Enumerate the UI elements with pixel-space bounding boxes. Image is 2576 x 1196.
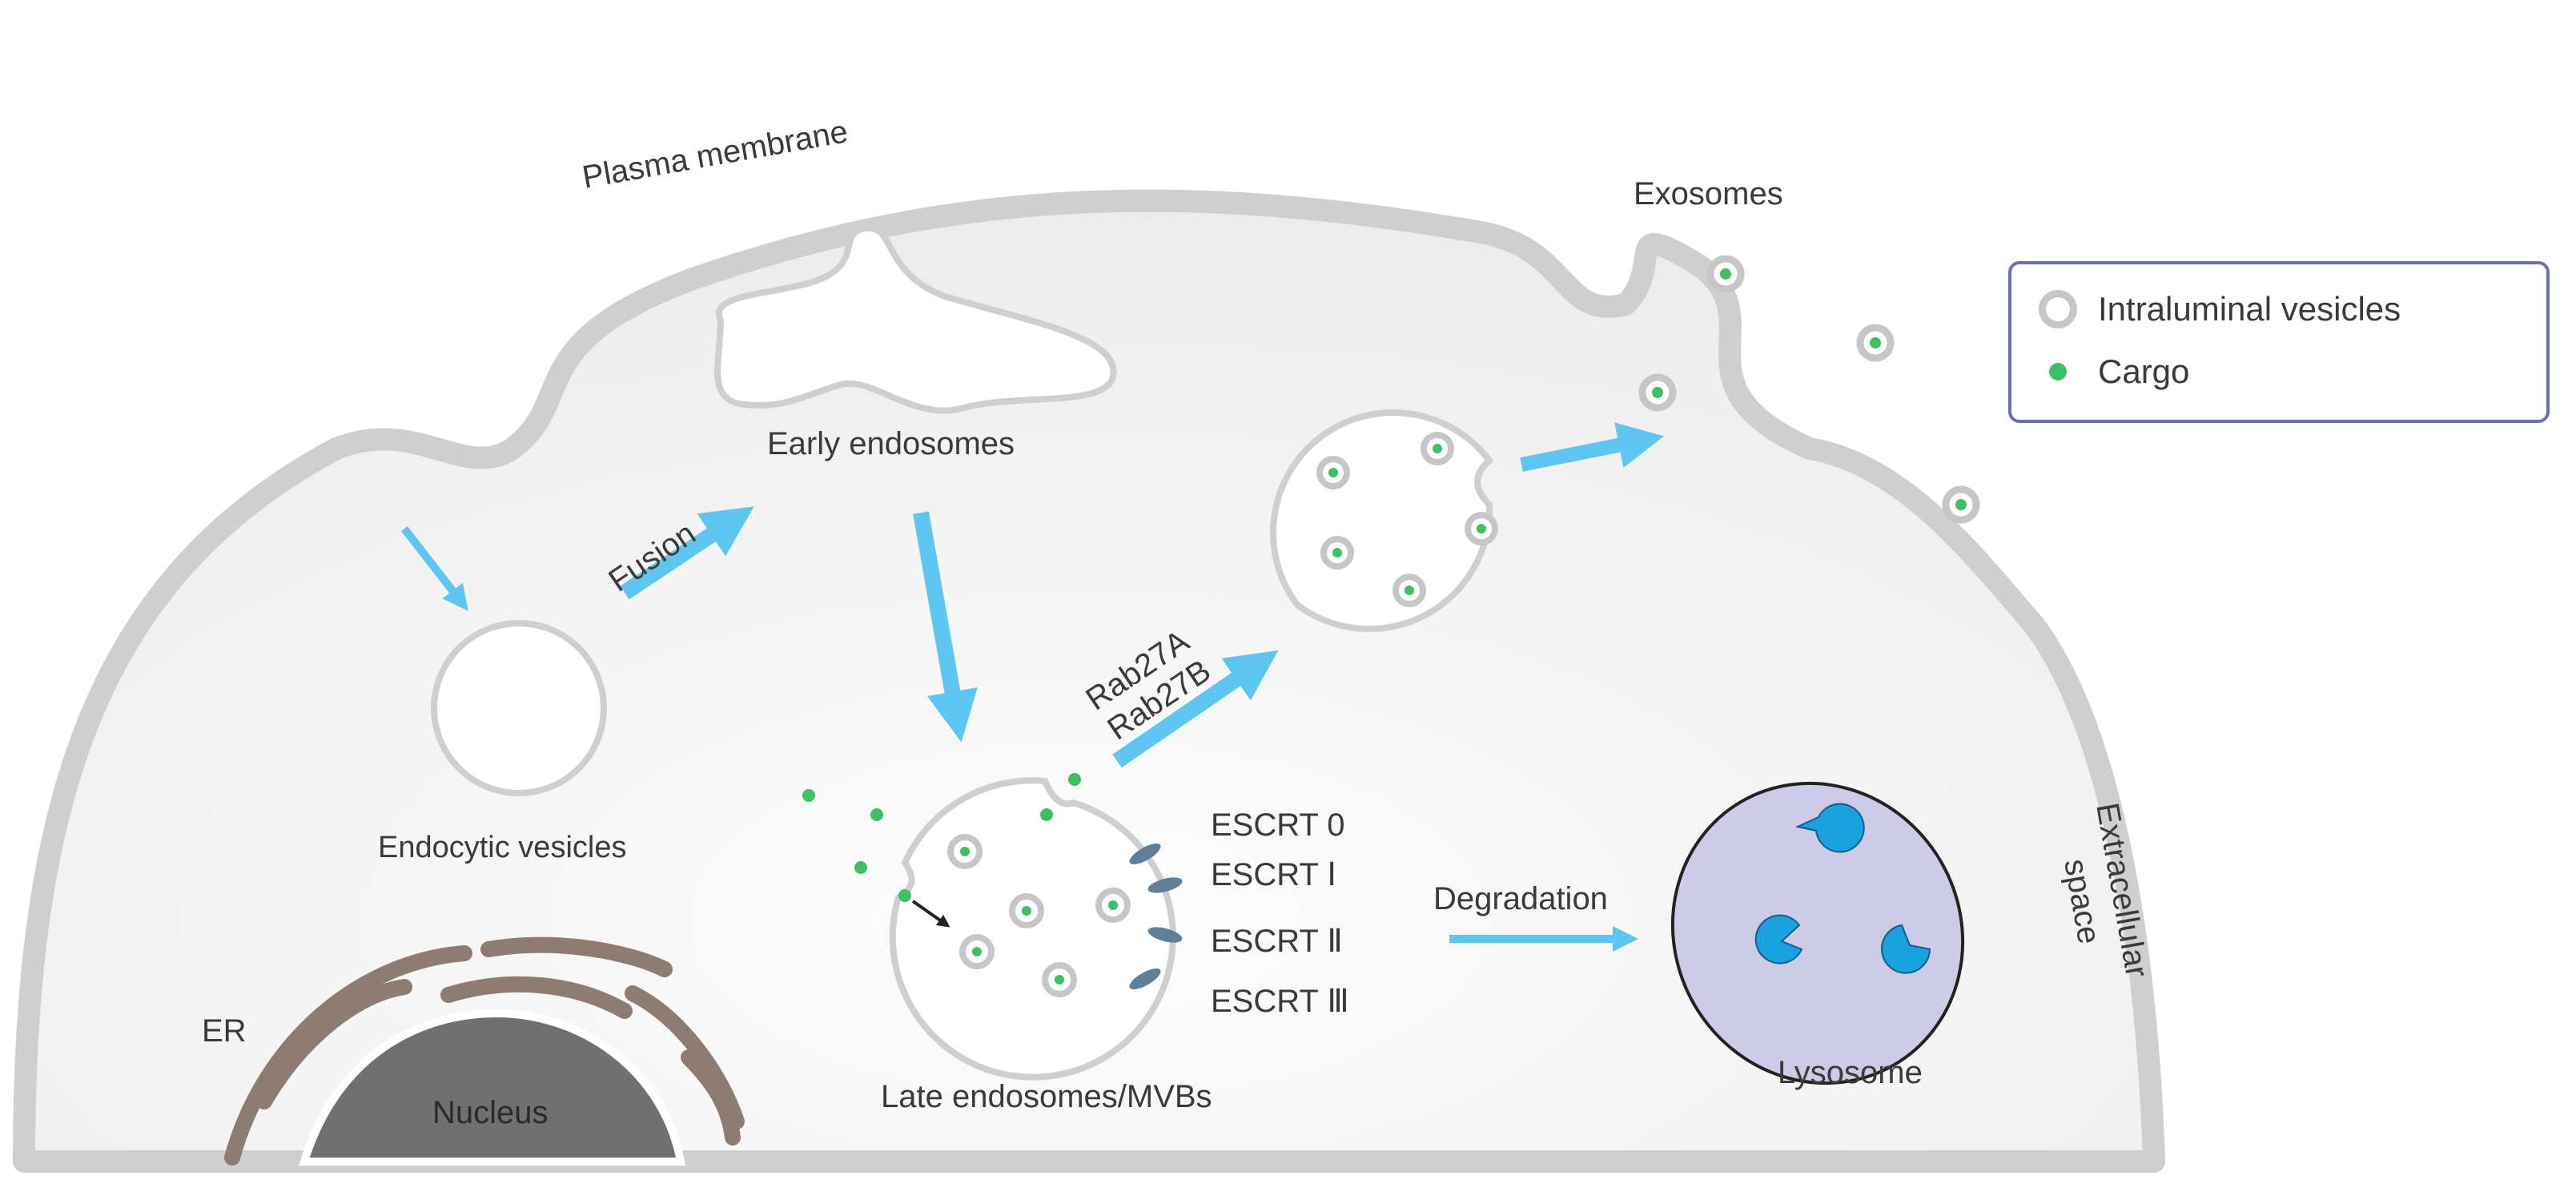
plasma-membrane-label: Plasma membrane xyxy=(580,114,850,195)
release-arrow xyxy=(1520,422,1665,472)
endocytosis-arrow xyxy=(401,526,468,611)
degradation-label: Degradation xyxy=(1433,881,1608,916)
lysosome-label: Lysosome xyxy=(1778,1055,1923,1090)
exosomes xyxy=(1638,255,1980,524)
early-endosomes-label: Early endosomes xyxy=(767,426,1015,461)
late-endosomes-label: Late endosomes/MVBs xyxy=(881,1079,1212,1114)
fusion-arrow xyxy=(620,506,754,600)
exosomes-label: Exosomes xyxy=(1634,176,1783,211)
cytosolic-cargo xyxy=(802,773,1081,902)
maturation-arrow xyxy=(913,511,978,743)
intraluminal-vesicle-icon xyxy=(2039,290,2077,328)
cargo-sorting-arrow xyxy=(911,900,950,928)
endocytic-vesicles-label: Endocytic vesicles xyxy=(378,831,626,864)
legend: Intraluminal vesicles Cargo xyxy=(2008,261,2550,423)
escrt-i-label: ESCRT Ⅰ xyxy=(1211,857,1336,892)
escrt-iii-label: ESCRT Ⅲ xyxy=(1211,984,1349,1019)
lysosome xyxy=(1670,781,1965,1085)
legend-item-cargo: Cargo xyxy=(2039,352,2189,391)
cargo-icon xyxy=(2049,363,2067,381)
er-label: ER xyxy=(202,1013,247,1049)
nucleus xyxy=(299,1009,685,1166)
secretion-arrow xyxy=(1112,650,1279,768)
lysosomal-enzymes xyxy=(1754,803,1931,974)
early-endosome xyxy=(714,224,1117,414)
endoplasmic-reticulum xyxy=(224,936,745,1166)
escrt-0-label: ESCRT 0 xyxy=(1211,807,1344,843)
endocytic-vesicle xyxy=(431,620,607,796)
legend-label-ilv: Intraluminal vesicles xyxy=(2098,290,2401,328)
mvb-ilvs xyxy=(947,834,1131,997)
mvb-fusing-ilvs xyxy=(1316,432,1498,607)
legend-label-cargo: Cargo xyxy=(2098,352,2190,390)
escrt-complexes xyxy=(1129,844,1183,989)
escrt-ii-label: ESCRT Ⅱ xyxy=(1211,924,1343,959)
legend-item-ilv: Intraluminal vesicles xyxy=(2039,290,2401,328)
nucleus-label: Nucleus xyxy=(432,1095,549,1130)
